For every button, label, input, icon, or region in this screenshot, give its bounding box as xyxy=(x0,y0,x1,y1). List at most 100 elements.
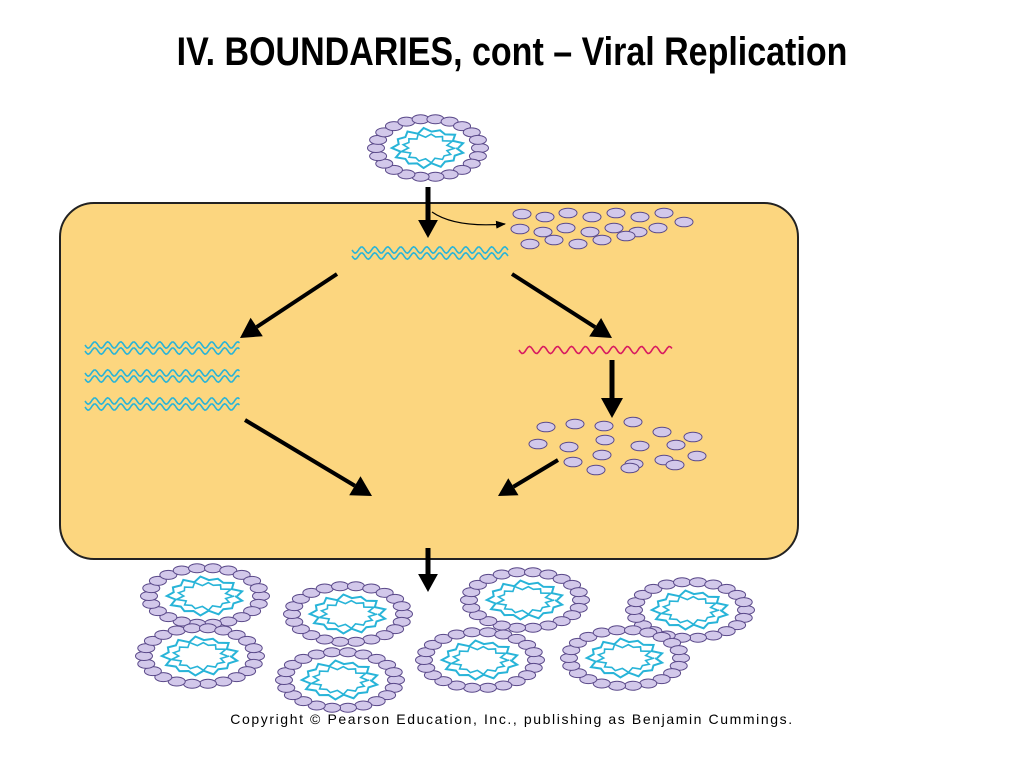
viral-genome xyxy=(159,635,240,677)
virus-particle xyxy=(560,625,690,691)
replicated-genome xyxy=(84,340,240,350)
capsomere xyxy=(639,678,658,689)
viral-genome xyxy=(649,589,730,631)
capsomere xyxy=(644,583,663,594)
capsomere xyxy=(283,659,302,670)
capsomere xyxy=(468,579,487,590)
capsomere xyxy=(302,587,321,598)
capsomere xyxy=(492,569,511,580)
capsomere xyxy=(232,569,251,580)
capsomere xyxy=(673,577,692,588)
capsomere xyxy=(367,696,386,707)
capsomere xyxy=(569,587,588,598)
copyright-notice: Copyright © Pearson Education, Inc., pub… xyxy=(230,711,794,727)
capsomere xyxy=(687,450,707,462)
capsomere xyxy=(154,672,173,683)
capsomere xyxy=(586,464,606,476)
capsomere xyxy=(579,674,598,685)
capsomere xyxy=(478,682,497,693)
capsomere xyxy=(479,616,498,627)
capsomere xyxy=(552,573,571,584)
capsomere xyxy=(183,623,202,634)
capsomere xyxy=(143,635,162,646)
viral-genome xyxy=(307,593,388,635)
capsomere xyxy=(354,700,373,711)
capsomere xyxy=(510,223,530,235)
capsomere xyxy=(378,690,397,701)
viral-genome xyxy=(493,585,555,616)
capsomere xyxy=(620,462,640,474)
capsomere xyxy=(579,631,598,642)
capsomere xyxy=(568,637,587,648)
capsomere xyxy=(243,606,262,617)
capsomere xyxy=(219,616,238,627)
capsomere xyxy=(198,623,217,634)
virus-particle xyxy=(135,623,265,689)
capsomere xyxy=(688,632,707,643)
capsomere xyxy=(633,589,652,600)
capsomere xyxy=(606,207,626,219)
capsomere xyxy=(666,439,686,451)
capsomere xyxy=(520,238,540,250)
viral-genome xyxy=(448,645,510,676)
capsomere xyxy=(592,449,612,461)
capsomere xyxy=(294,696,313,707)
replicated-genome xyxy=(84,396,240,406)
capsomere xyxy=(423,639,442,650)
virus-particle xyxy=(275,647,405,713)
capsomere xyxy=(717,626,736,637)
capsomere xyxy=(623,625,642,636)
capsomere xyxy=(630,211,650,223)
capsomere xyxy=(528,438,548,450)
capsomere xyxy=(568,238,588,250)
capsomere xyxy=(214,676,233,687)
replicated-genome xyxy=(84,374,240,384)
capsomere xyxy=(148,575,167,586)
virus-particle xyxy=(283,581,413,647)
capsomere xyxy=(219,565,238,576)
viral-genome xyxy=(593,643,655,674)
capsomere xyxy=(524,647,543,658)
viral-genome xyxy=(484,579,565,621)
page-title: IV. BOUNDARIES, cont – Viral Replication xyxy=(176,30,848,74)
capsomere xyxy=(592,627,611,638)
capsomere xyxy=(533,226,553,238)
capsomere xyxy=(536,421,556,433)
capsomere xyxy=(544,234,564,246)
capsid-release-arrow xyxy=(431,211,506,229)
capsomere xyxy=(183,678,202,689)
capsomere xyxy=(669,645,688,656)
capsomere xyxy=(592,234,612,246)
viral-genome xyxy=(299,659,380,701)
capsomere xyxy=(665,459,685,471)
capsomere xyxy=(302,630,321,641)
capsomere xyxy=(249,583,268,594)
capsomere xyxy=(471,143,489,153)
capsomere xyxy=(552,616,571,627)
capsomere xyxy=(244,643,263,654)
virus-particle xyxy=(367,114,489,182)
capsomere xyxy=(434,676,453,687)
capsomere xyxy=(704,579,723,590)
capsomere xyxy=(652,631,671,642)
capsomere xyxy=(580,226,600,238)
translation-arrow xyxy=(601,360,623,418)
capsomere xyxy=(535,211,555,223)
viral-genome-entry xyxy=(351,245,509,255)
assembly-arrow-left xyxy=(243,418,372,496)
capsomere xyxy=(362,634,381,645)
capsomere xyxy=(539,569,558,580)
capsomere xyxy=(154,629,173,640)
capsomere xyxy=(592,678,611,689)
capsomere xyxy=(734,597,753,608)
capsomere xyxy=(728,620,747,631)
capsomere xyxy=(523,622,542,633)
viral-genome xyxy=(658,595,720,626)
viral-genome-entry xyxy=(351,251,509,261)
capsomere xyxy=(623,680,642,691)
capsomere xyxy=(346,636,365,647)
capsomere xyxy=(227,629,246,640)
virus-particle xyxy=(415,627,545,693)
capsomere xyxy=(307,700,326,711)
